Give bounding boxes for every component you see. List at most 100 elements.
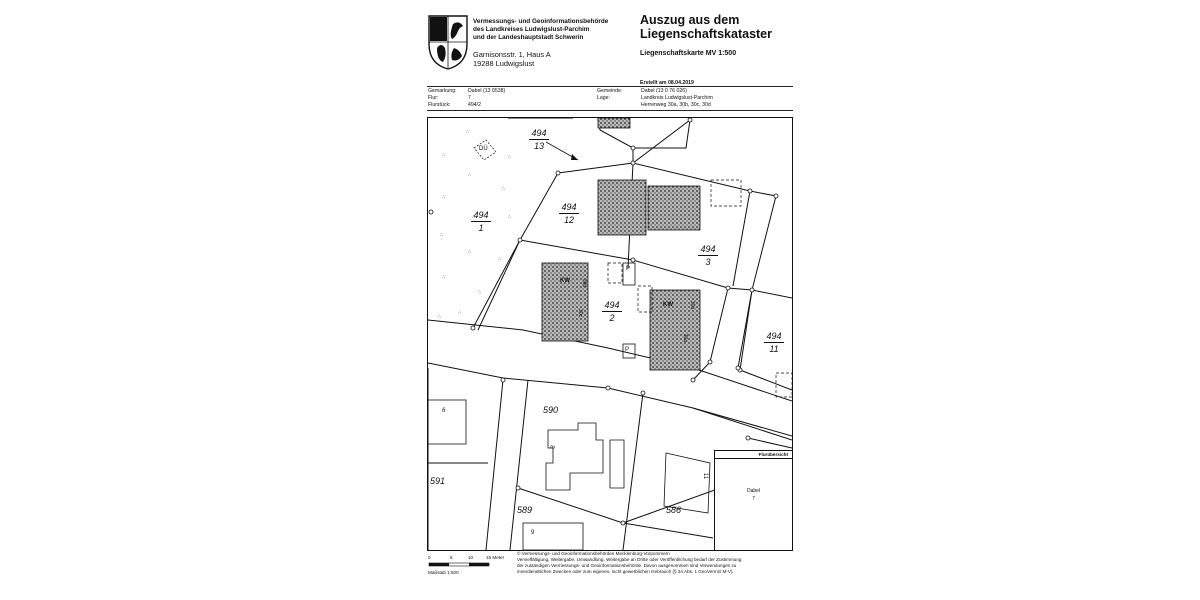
svg-text:∴: ∴: [442, 274, 445, 280]
svg-text:∴: ∴: [498, 256, 501, 262]
svg-text:∴: ∴: [440, 232, 443, 238]
meta-right-values: Dabel (13 0 76 026) Landkreis Ludwigslus…: [641, 88, 713, 109]
authority-line-1: Vermessungs- und Geoinformationsbehörde: [473, 18, 609, 25]
title-line-2: Liegenschaftskataster: [640, 27, 773, 41]
building-kw-left: [541, 262, 589, 342]
parcel-494-13-num: 494: [531, 128, 547, 138]
parcel-494-3-num: 494: [700, 244, 716, 254]
address-line-1: Garnisonsstr. 1, Haus A: [473, 50, 551, 59]
parcel-494-12-den: 12: [563, 215, 574, 225]
label-flur: Flur:: [428, 95, 439, 101]
parcel-494-1-num: 494: [473, 210, 489, 220]
svg-text:∴: ∴: [502, 186, 505, 192]
label-kw-left: KW: [560, 278, 570, 284]
building-30b-north: [597, 179, 647, 236]
label-flurstueck: Flurstück:: [428, 102, 451, 108]
svg-text:∴: ∴: [508, 154, 511, 160]
value-gemarkung: Dabel (13 0538): [468, 88, 506, 94]
map-drawing: ∴ ∴ ∴ ∴ ∴ ∴ ∴ ∴ ∴ ∴ ∴ ∴ ∴ ∴ ∴: [428, 118, 792, 550]
parcel-591: 591: [430, 476, 446, 486]
building-30a-north: [647, 185, 701, 231]
parcel-494-12-num: 494: [561, 202, 577, 212]
scale-label-10: 10: [468, 555, 474, 560]
copyright-notice: © Vermessungs- und Geoinformationsbehörd…: [517, 551, 792, 575]
inset-body: Dabel 7: [715, 487, 792, 503]
scale-label-0: 0: [428, 555, 431, 560]
parcel-589: 589: [517, 505, 533, 515]
overview-inset: Flurübersicht Dabel 7: [714, 450, 792, 550]
inset-flur: 7: [752, 496, 755, 502]
svg-text:∴: ∴: [508, 214, 511, 220]
meta-left-values: Dabel (13 0538) 7 494/2: [468, 88, 505, 109]
value-flur: 7: [468, 95, 471, 101]
svg-text:∴: ∴: [438, 314, 441, 320]
created-date: Erstellt am 08.04.2019: [640, 80, 694, 86]
scale-label-15: 15 Meter: [486, 555, 505, 560]
house-30d: 30d: [581, 278, 588, 288]
house-6: 6: [442, 408, 446, 414]
svg-text:∴: ∴: [442, 194, 445, 200]
svg-text:∴: ∴: [468, 249, 471, 255]
label-p-north: P: [626, 266, 631, 272]
svg-text:∴: ∴: [472, 214, 475, 220]
parcel-494-3-den: 3: [705, 257, 711, 267]
authority-line-3: und der Landeshauptstadt Schwerin: [473, 34, 584, 41]
parcel-590: 590: [543, 405, 559, 415]
meta-right-labels: Gemeinde: Lage:: [597, 88, 622, 102]
value-gemeinde: Dabel (13 0 76 026): [641, 88, 687, 94]
copyright-line-2: Vervielfältigung, Weitergabe, Umwandlung…: [517, 557, 742, 562]
authority-name: Vermessungs- und Geoinformationsbehörde …: [473, 18, 608, 42]
house-30a: 30a: [682, 333, 689, 343]
copyright-line-3: der zuständigen Vermessungs- und Geoinfo…: [517, 563, 737, 568]
inset-gemarkung: Dabel: [746, 488, 761, 494]
parcel-494-13-den: 13: [533, 141, 544, 151]
house-30b: 30b: [689, 300, 696, 310]
scale-label-5: 5: [450, 555, 453, 560]
buildings: [541, 118, 701, 371]
scale-text: Maßstab 1:500: [428, 570, 459, 575]
value-flurstueck: 494/2: [468, 102, 481, 108]
label-du: DÜ: [479, 146, 488, 152]
svg-text:∴: ∴: [442, 152, 445, 158]
meta-divider: [427, 110, 793, 111]
authority-address: Garnisonsstr. 1, Haus A 19288 Ludwigslus…: [473, 50, 551, 68]
value-landkreis: Landkreis Ludwigslust-Parchim: [641, 95, 713, 101]
copyright-line-1: © Vermessungs- und Geoinformationsbehörd…: [517, 551, 670, 556]
document-title: Auszug aus dem Liegenschaftskataster: [640, 13, 772, 41]
cadastral-extract-page: Vermessungs- und Geoinformationsbehörde …: [425, 0, 795, 600]
parcel-494-1-den: 1: [478, 223, 484, 233]
copyright-line-4: innerdienstlichen Zwecken oder zum eigen…: [517, 569, 734, 574]
house-30c: 30c: [577, 308, 584, 318]
scale-bar-graphic: [428, 562, 490, 567]
title-line-1: Auszug aus dem: [640, 13, 740, 27]
label-gemeinde: Gemeinde:: [597, 88, 623, 94]
inset-title: Flurübersicht: [715, 451, 792, 459]
label-kw-right: KW: [663, 302, 673, 308]
building-top: [597, 118, 631, 129]
label-gemarkung: Gemarkung:: [428, 88, 457, 94]
house-11: 11: [702, 472, 709, 480]
label-lage: Lage:: [597, 95, 610, 101]
parcel-494-11-num: 494: [766, 331, 782, 341]
parcel-494-2-den: 2: [609, 313, 615, 323]
svg-text:∴: ∴: [478, 289, 481, 295]
parcel-494-2-num: 494: [604, 300, 620, 310]
authority-line-2: des Landkreises Ludwigslust-Parchim: [473, 26, 590, 33]
meta-left-labels: Gemarkung: Flur: Flurstück:: [428, 88, 457, 109]
parcel-494-11-den: 11: [769, 344, 779, 354]
svg-text:∴: ∴: [466, 129, 469, 135]
label-p-south: P: [625, 347, 630, 353]
header-divider: [427, 86, 793, 87]
document-subtitle: Liegenschaftskarte MV 1:500: [640, 50, 737, 57]
coat-of-arms-icon: [428, 15, 468, 70]
value-lage: Herrenweg 30a, 30b, 30c, 30d: [641, 102, 711, 108]
svg-text:∴: ∴: [468, 172, 471, 178]
svg-text:∴: ∴: [458, 309, 461, 315]
